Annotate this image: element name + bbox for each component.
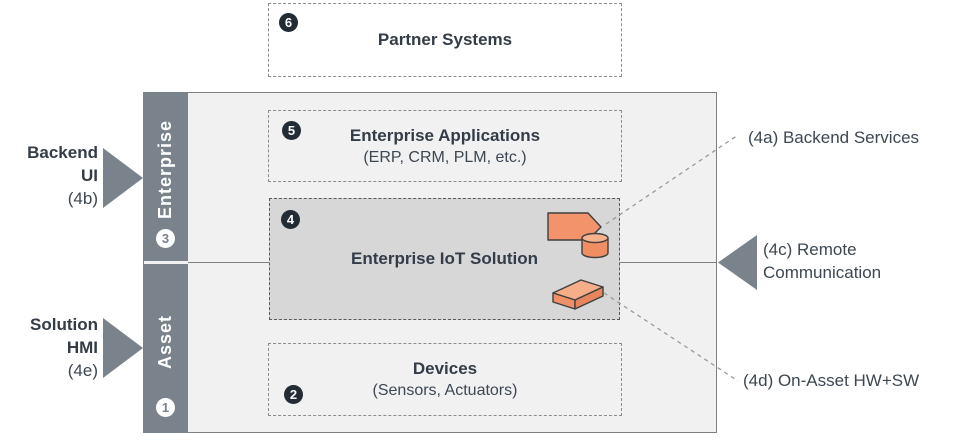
enterprise-applications-title: Enterprise Applications: [349, 125, 541, 145]
asset-layer-bar: Asset 1: [143, 264, 188, 433]
enterprise-layer-badge: 3: [156, 229, 175, 248]
backend-ui-line2: UI: [81, 166, 98, 185]
on-asset-annotation: (4d) On-Asset HW+SW: [743, 371, 920, 390]
enterprise-layer-label: Enterprise: [155, 120, 175, 220]
asset-layer-label: Asset: [155, 314, 175, 370]
solution-hmi-line1: Solution: [30, 315, 98, 334]
solution-hmi-ref: (4e): [67, 361, 98, 380]
solution-hmi-arrow-icon: [103, 318, 143, 378]
enterprise-layer-bar: Enterprise 3: [143, 92, 188, 261]
devices-subtitle: (Sensors, Actuators): [372, 382, 518, 399]
partner-systems-title: Partner Systems: [377, 30, 513, 49]
remote-communication-arrow-icon: [718, 235, 757, 290]
devices-box: 2 Devices (Sensors, Actuators): [268, 343, 622, 416]
backend-ui-ref: (4b): [67, 189, 98, 208]
enterprise-applications-badge: 5: [282, 121, 301, 140]
backend-services-annotation: (4a) Backend Services: [748, 128, 920, 147]
enterprise-iot-solution-title: Enterprise IoT Solution: [350, 249, 538, 268]
backend-ui-line1: Backend: [27, 143, 98, 162]
backend-ui-annotation: Backend UI (4b): [0, 141, 98, 210]
solution-hmi-annotation: Solution HMI (4e): [0, 313, 98, 382]
remote-communication-line2: Communication: [763, 263, 882, 282]
enterprise-iot-solution-box: 4 Enterprise IoT Solution: [269, 198, 620, 320]
devices-badge: 2: [284, 385, 303, 404]
partner-systems-badge: 6: [279, 13, 298, 32]
enterprise-iot-solution-badge: 4: [281, 210, 300, 229]
asset-layer-badge: 1: [156, 398, 175, 417]
enterprise-applications-subtitle: (ERP, CRM, PLM, etc.): [363, 148, 527, 166]
remote-communication-line1: (4c) Remote: [763, 240, 857, 259]
solution-hmi-line2: HMI: [66, 338, 98, 357]
devices-title: Devices: [412, 359, 478, 378]
enterprise-applications-box: 5 Enterprise Applications (ERP, CRM, PLM…: [268, 110, 622, 182]
partner-systems-box: 6 Partner Systems: [268, 3, 622, 77]
remote-communication-annotation: (4c) Remote Communication: [763, 238, 881, 284]
backend-ui-arrow-icon: [103, 148, 143, 208]
